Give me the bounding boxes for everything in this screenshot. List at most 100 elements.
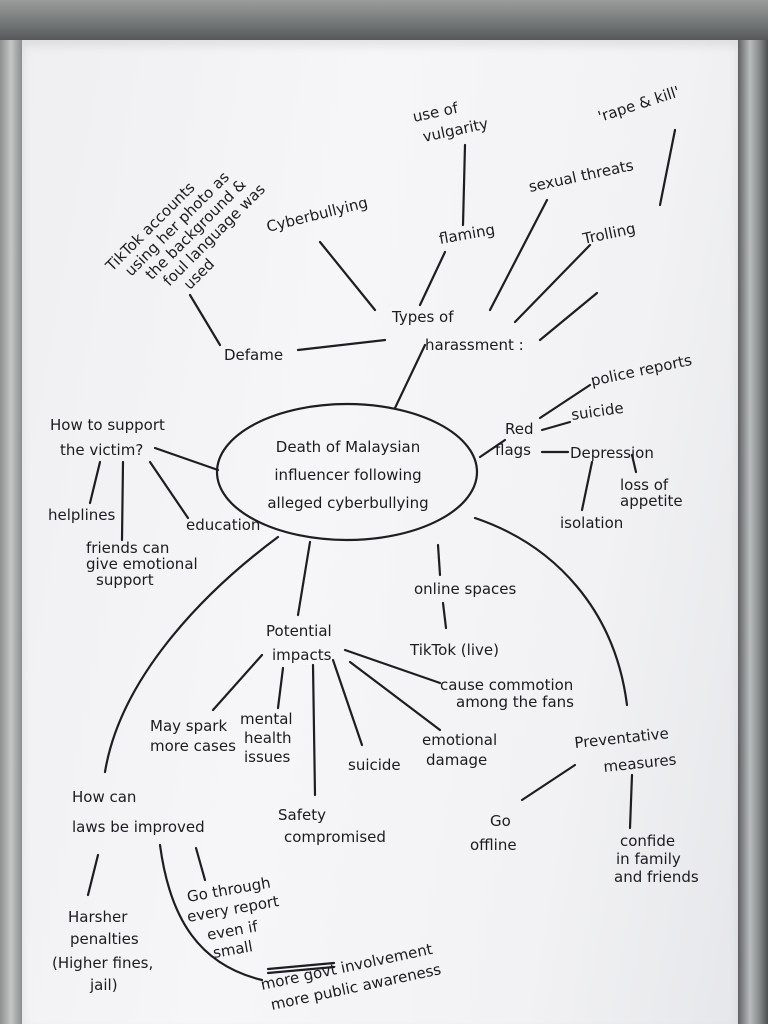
connector-center-redflags <box>478 438 507 459</box>
harassment-title-1: Types of <box>391 308 454 326</box>
connector-impacts-emotional <box>348 660 442 732</box>
connector-redflags-suicide <box>540 420 572 432</box>
connector-harassment-defame <box>296 338 387 352</box>
laws-branch: How can laws be improved Harsher penalti… <box>52 788 443 1014</box>
impacts-title-1: Potential <box>266 622 332 640</box>
harsher-line-4: jail) <box>89 976 118 994</box>
connector-laws-govt <box>158 843 264 982</box>
trolling-label: Trolling <box>580 219 637 248</box>
connector-harassment-flaming <box>418 250 447 307</box>
preventative-branch: Preventative measures Go offline confide… <box>470 724 699 886</box>
depression-label: Depression <box>570 444 654 462</box>
isolation-label: isolation <box>560 514 623 532</box>
confide-line-2: in family <box>616 850 681 868</box>
laws-title-1: How can <box>72 788 136 806</box>
connector-preventative-confide <box>628 773 634 830</box>
connector-harassment-extra <box>538 291 599 342</box>
offline-line-2: offline <box>470 836 517 854</box>
connector-online-tiktok <box>441 601 448 630</box>
connector-harassment-trolling <box>513 243 592 324</box>
online-spaces-label: online spaces <box>414 580 517 598</box>
support-branch: How to support the victim? helplines fri… <box>48 416 260 589</box>
connector-center-preventative <box>473 516 629 707</box>
appetite-line-1: loss of <box>620 476 669 494</box>
connector-center-harassment <box>393 343 427 410</box>
flipchart-paper <box>22 40 738 1024</box>
red-flags-line-1: Red <box>505 420 534 438</box>
emotional-line-2: damage <box>426 751 487 769</box>
connector-redflags-police <box>538 383 592 420</box>
connector-center-support <box>153 446 220 472</box>
harassment-title-2: harassment : <box>425 336 524 354</box>
whiteboard-frame-top <box>0 0 768 46</box>
safety-line-2: compromised <box>284 828 386 846</box>
defame-label: Defame <box>224 346 283 364</box>
preventative-title-2: measures <box>603 750 678 776</box>
harsher-line-2: penalties <box>70 930 139 948</box>
connector-flaming-vulgarity <box>461 143 467 227</box>
impacts-branch: Potential impacts cause commotion among … <box>150 622 574 846</box>
emotional-line-1: emotional <box>422 731 497 749</box>
connector-depression-appetite <box>630 453 638 474</box>
center-line-2: influencer following <box>274 466 421 484</box>
support-title-1: How to support <box>50 416 165 434</box>
connector-harassment-cyberbullying <box>318 240 377 312</box>
whiteboard-frame-right <box>738 40 768 1024</box>
connector-trolling-rape <box>658 128 677 207</box>
helplines-label: helplines <box>48 506 115 524</box>
connector-impacts-mental <box>276 666 285 710</box>
connector-impacts-safety <box>311 663 317 797</box>
appetite-line-2: appetite <box>620 492 683 510</box>
confide-line-3: and friends <box>614 868 699 886</box>
scribble-stroke-2 <box>266 965 336 975</box>
impacts-suicide-label: suicide <box>348 756 401 774</box>
connector-defame-note <box>188 293 222 347</box>
red-flags-branch: Red flags police reports suicide Depress… <box>495 351 694 532</box>
connector-support-education <box>148 460 190 520</box>
connectors <box>86 128 677 982</box>
connector-laws-harsher <box>86 853 100 897</box>
preventative-title-1: Preventative <box>574 724 670 752</box>
center-node: Death of Malaysian influencer following … <box>267 438 428 512</box>
scribble-stroke-1 <box>266 961 336 971</box>
harsher-line-1: Harsher <box>68 908 128 926</box>
center-node-outline <box>215 402 479 542</box>
connector-preventative-offline <box>520 763 577 802</box>
sexual-threats-label: sexual threats <box>527 156 635 196</box>
connector-center-impacts <box>296 540 312 617</box>
support-title-2: the victim? <box>60 441 143 459</box>
center-line-3: alleged cyberbullying <box>267 494 428 512</box>
rape-kill-label: 'rape & kill' <box>596 82 682 125</box>
connector-laws-report <box>194 846 207 882</box>
education-label: education <box>186 516 260 534</box>
connector-impacts-suicide <box>331 658 364 747</box>
connector-impacts-commotion <box>343 648 442 685</box>
connector-support-friends <box>120 460 125 542</box>
impacts-title-2: impacts <box>272 646 332 664</box>
friends-line-1: friends can <box>86 539 169 557</box>
scribbled-out-word <box>266 961 336 975</box>
mental-line-1: mental <box>240 710 293 728</box>
connector-harassment-sexual <box>488 198 549 312</box>
safety-line-1: Safety <box>278 806 326 824</box>
mental-line-2: health <box>244 729 291 747</box>
whiteboard-frame-left <box>0 40 22 1024</box>
connector-impacts-spark <box>211 653 264 712</box>
commotion-line-1: cause commotion <box>440 676 573 694</box>
tiktok-live-label: TikTok (live) <box>409 641 499 659</box>
offline-line-1: Go <box>490 812 511 830</box>
harsher-line-3: (Higher fines, <box>52 954 153 972</box>
center-line-1: Death of Malaysian <box>276 438 420 456</box>
flaming-label: flaming <box>438 220 497 248</box>
friends-line-3: support <box>96 571 154 589</box>
spark-line-2: more cases <box>150 737 236 755</box>
police-reports-label: police reports <box>589 351 694 390</box>
connector-center-laws <box>103 535 280 774</box>
harassment-branch: Types of harassment : Defame TikTok acco… <box>101 82 681 364</box>
connector-depression-isolation <box>580 460 594 512</box>
spark-line-1: May spark <box>150 717 227 735</box>
connector-support-helplines <box>88 460 102 505</box>
confide-line-1: confide <box>620 832 675 850</box>
laws-title-2: laws be improved <box>72 818 205 836</box>
